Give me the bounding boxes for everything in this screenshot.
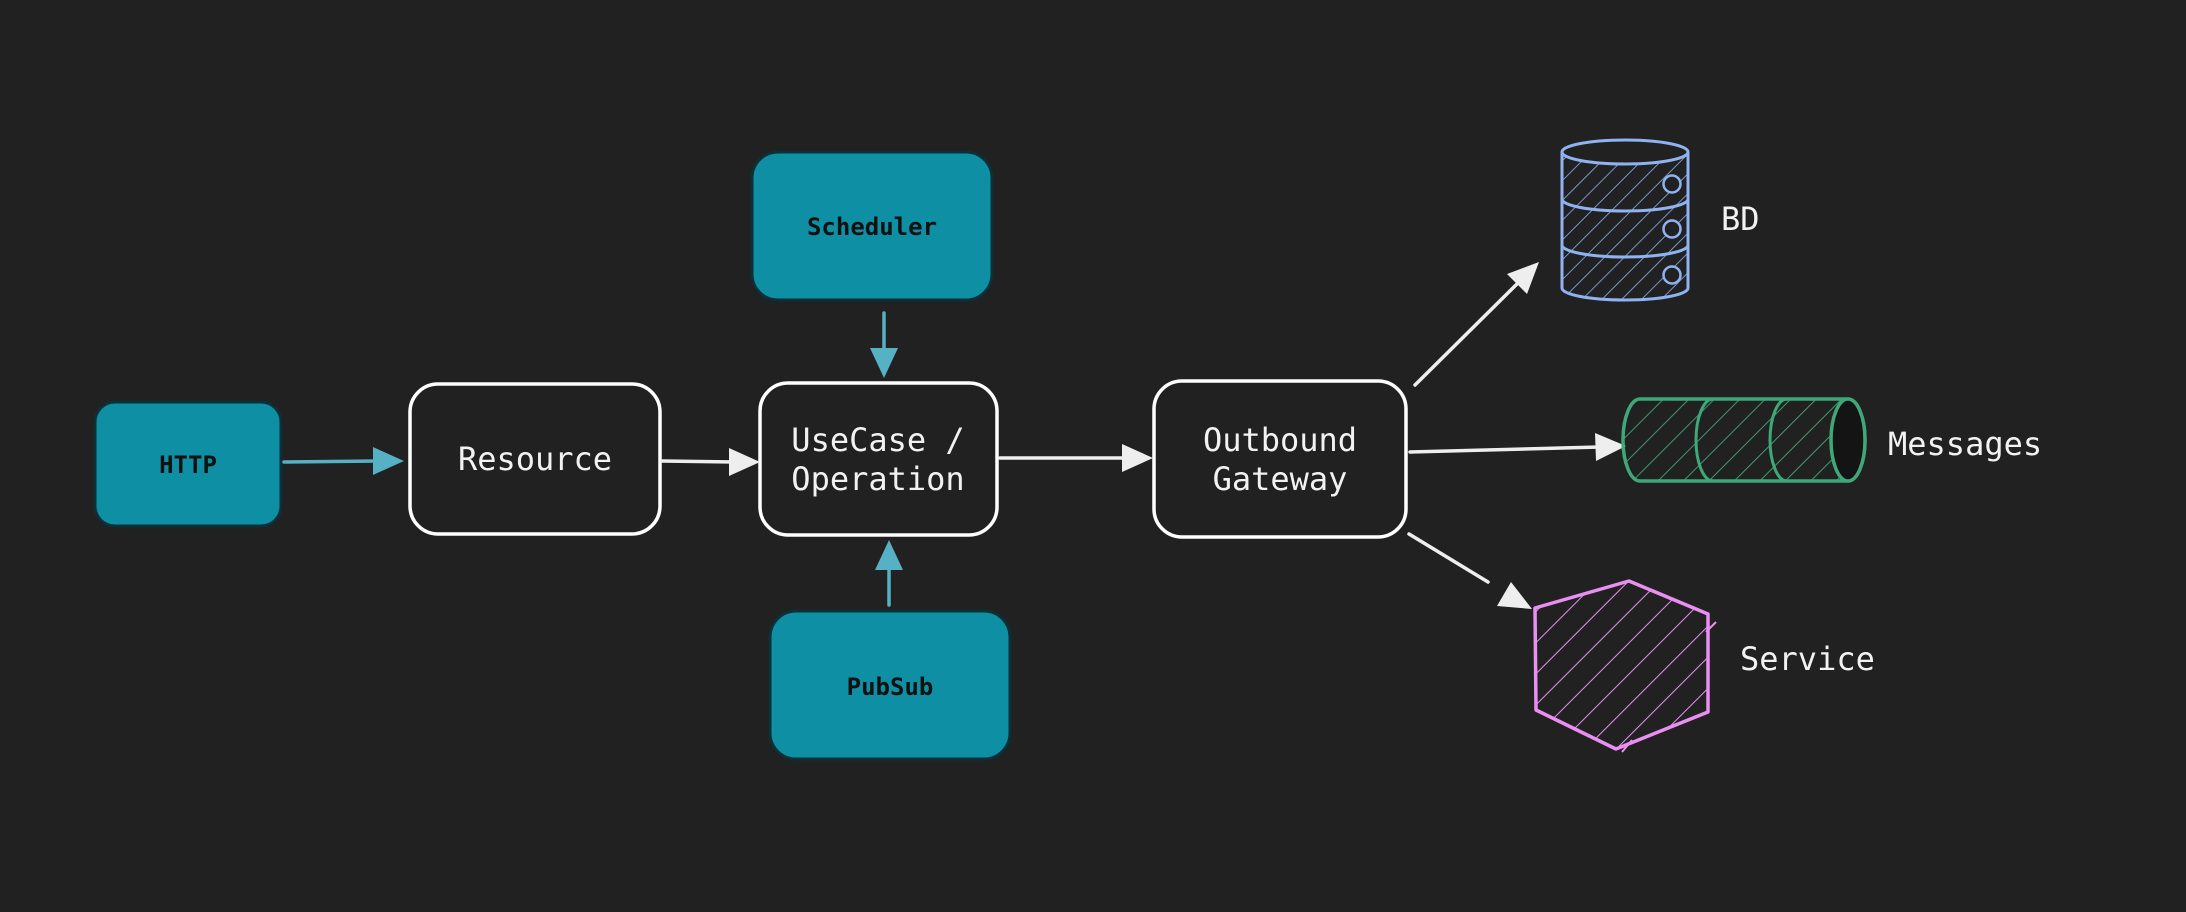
scheduler-label: Scheduler	[807, 213, 937, 241]
http-label: HTTP	[159, 451, 217, 479]
arrow-gateway-to-messages	[1408, 433, 1626, 461]
gateway-label-line1: Outbound	[1203, 421, 1357, 459]
hexagon-service-icon	[1533, 579, 1717, 753]
scheduler-source: Scheduler	[750, 150, 994, 302]
service-label: Service	[1740, 640, 1875, 678]
resource-label: Resource	[458, 440, 612, 478]
arrow-resource-to-usecase	[660, 448, 760, 476]
gateway-label-line2: Gateway	[1213, 460, 1348, 498]
usecase-label-line2: Operation	[791, 460, 964, 498]
arrow-usecase-to-gateway	[998, 444, 1153, 472]
message-queue-icon	[1621, 397, 1867, 483]
resource-box: Resource	[408, 382, 662, 536]
arrow-pubsub-to-usecase	[875, 540, 903, 607]
usecase-label-line1: UseCase /	[791, 421, 964, 459]
pubsub-label: PubSub	[847, 673, 934, 701]
usecase-box: UseCase / Operation	[758, 381, 999, 537]
arrow-gateway-to-database	[1413, 262, 1539, 387]
arrow-gateway-to-service	[1407, 532, 1532, 609]
gateway-box: Outbound Gateway	[1152, 379, 1408, 539]
pubsub-source: PubSub	[768, 609, 1012, 761]
arrow-http-to-resource	[282, 447, 404, 475]
http-source: HTTP	[93, 400, 283, 528]
messages-label: Messages	[1888, 425, 2042, 463]
arrow-scheduler-to-usecase	[870, 311, 898, 378]
database-label: BD	[1721, 200, 1760, 238]
database-icon	[1560, 138, 1690, 302]
